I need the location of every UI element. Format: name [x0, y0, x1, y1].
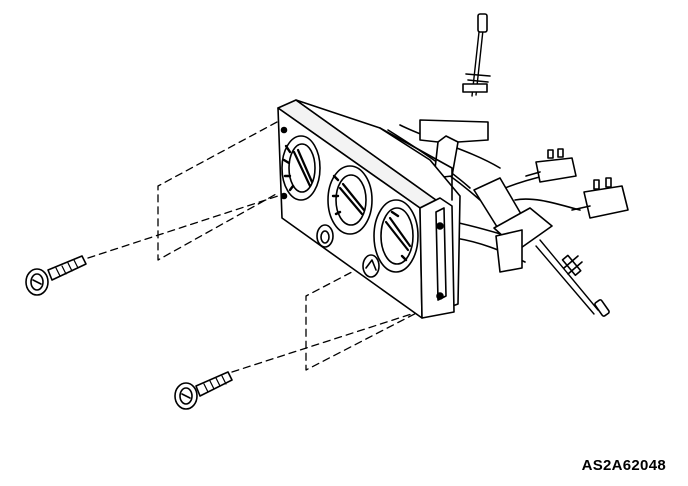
mounting-screw-lower	[174, 371, 233, 410]
electrical-connector-2	[571, 177, 629, 219]
control-cable-top	[462, 13, 491, 97]
cable-end-cap	[594, 299, 610, 317]
leader-line-lower-screw	[231, 307, 431, 373]
electrical-connector-1	[525, 148, 577, 183]
leader-line-upper	[157, 121, 279, 261]
control-cable-bottom	[535, 239, 610, 317]
control-knob-2	[327, 165, 373, 235]
mounting-hole-upper	[280, 126, 288, 134]
heater-control-panel	[277, 99, 461, 319]
mounting-hole-lower	[280, 192, 288, 200]
cable-bracket-lower	[473, 177, 553, 273]
control-knob-1	[281, 135, 321, 201]
cable-end-cap	[477, 13, 488, 33]
leader-line-upper-screw	[87, 195, 279, 259]
mounting-screw-upper	[25, 255, 87, 296]
push-button-1	[316, 224, 334, 248]
control-knob-3	[373, 199, 419, 273]
push-button-2	[362, 254, 380, 278]
figure-reference-code: AS2A62048	[581, 457, 666, 474]
